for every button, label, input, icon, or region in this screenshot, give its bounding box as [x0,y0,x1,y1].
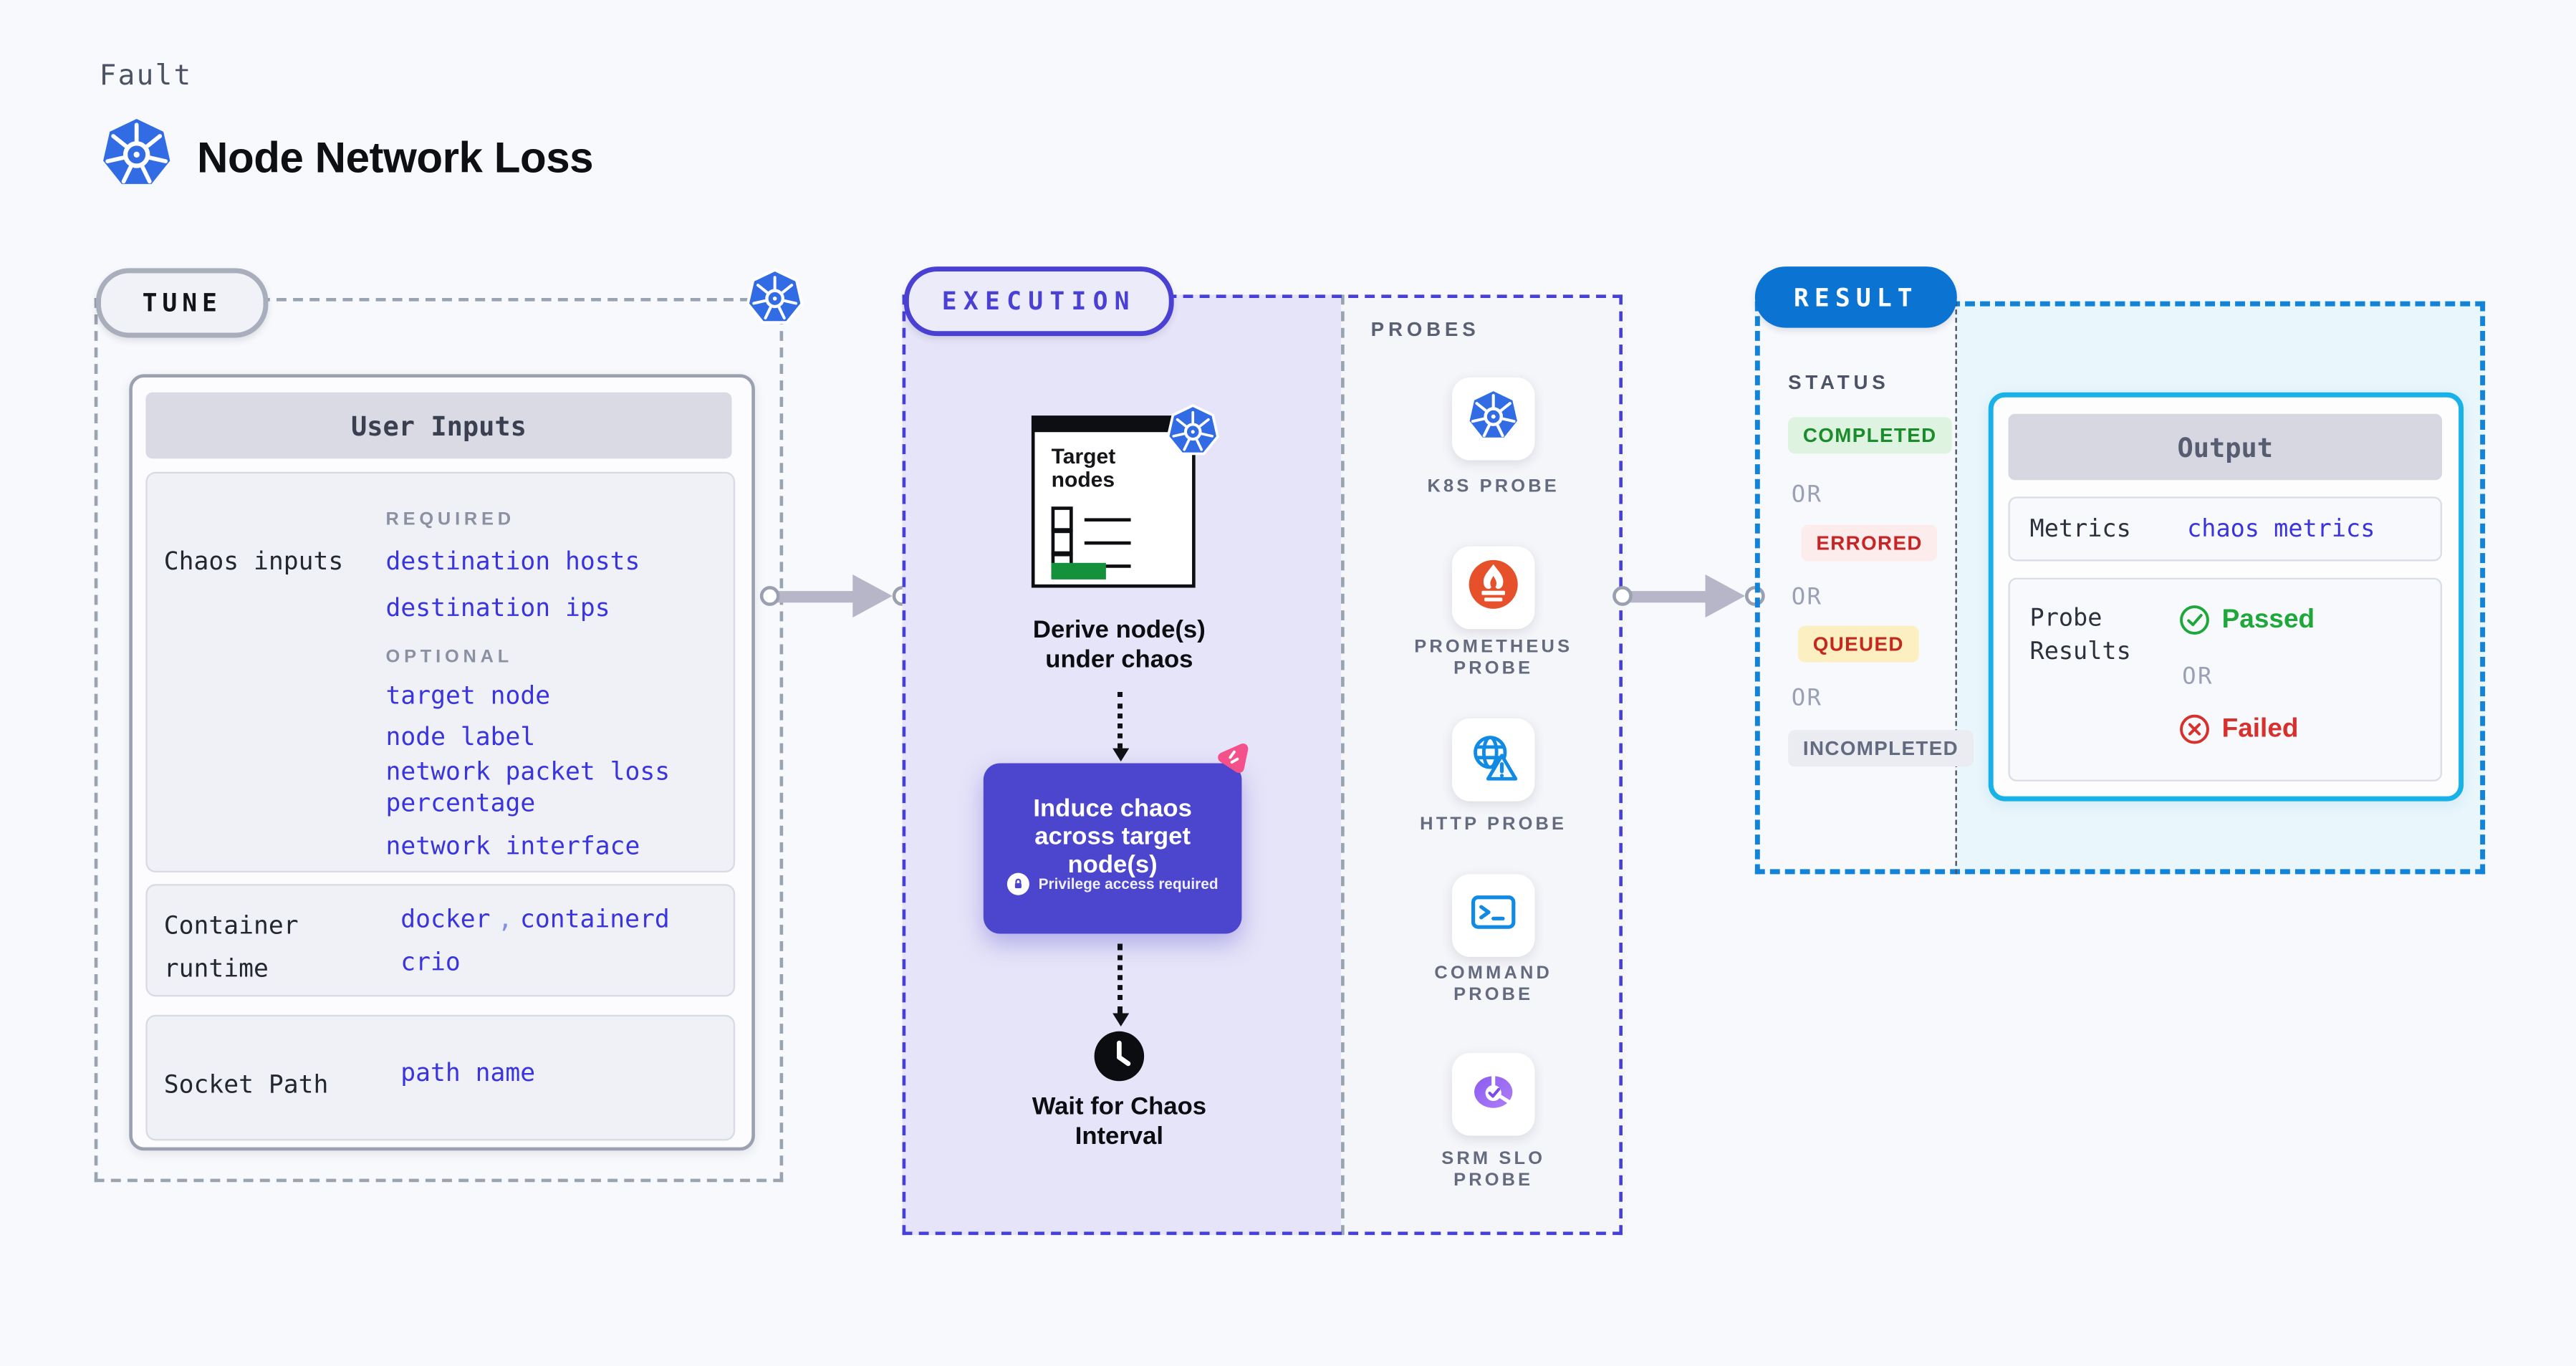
kubernetes-icon [745,266,804,330]
runtime-docker[interactable]: docker [400,903,491,934]
link-network-packet-loss-percentage[interactable]: network packet loss percentage [385,756,671,818]
metrics-label: Metrics [2029,516,2131,544]
status-badge-queued: QUEUED [1797,625,1919,663]
or-label: OR [1791,481,1823,509]
status-badge-errored: ERRORED [1801,524,1938,562]
probe-card-command [1451,874,1535,957]
tune-group-box [94,298,784,1183]
output-header: Output [2008,413,2443,481]
socket-path-value[interactable]: path name [400,1057,536,1088]
runtime-separator: , [497,903,513,934]
status-heading: STATUS [1788,370,1890,395]
socket-path-row: Socket Path path name [145,1014,736,1141]
checklist-item [1051,529,1131,563]
x-circle-icon [2179,713,2211,745]
status-badge-incompleted: INCOMPLETED [1788,730,1974,767]
induce-chaos-box: Induce chaos across target node(s) Privi… [983,763,1242,934]
fault-category-label: Fault [99,59,193,93]
status-badge-completed: COMPLETED [1788,417,1952,454]
or-label: OR [1791,685,1823,712]
probe-results-label: Probe Results [2029,605,2131,666]
connector-dot [759,586,780,606]
user-inputs-header: User Inputs [145,392,732,459]
link-destination-ips[interactable]: destination ips [385,592,610,623]
failed-label: Failed [2221,714,2299,743]
link-network-interface[interactable]: network interface [385,831,640,861]
result-pill: RESULT [1754,266,1957,328]
progress-bar [1051,562,1106,579]
container-runtime-values: docker , containerd [400,904,669,935]
probe-label: PROMETHEUS PROBE [1414,637,1573,679]
metrics-value[interactable]: chaos metrics [2187,516,2375,544]
probe-label: HTTP PROBE [1420,814,1567,834]
target-nodes-title: Target nodes [1051,443,1116,492]
probe-label: K8S PROBE [1427,476,1559,497]
failed-row: Failed [2179,713,2299,745]
passed-row: Passed [2179,605,2315,636]
kubernetes-badge-icon [1166,403,1220,461]
probe-card-k8s [1451,377,1535,461]
flow-arrow-down [1112,943,1130,1026]
runtime-crio[interactable]: crio [400,947,461,977]
link-node-label[interactable]: node label [385,721,536,752]
result-divider [1955,301,1957,875]
socket-path-label: Socket Path [163,1069,329,1100]
wait-caption: Wait for Chaos Interval [1032,1092,1207,1151]
kubernetes-logo-icon [100,116,174,191]
container-runtime-row: Container runtime docker , containerd cr… [145,884,736,997]
slo-pie-check-icon [1467,1064,1520,1125]
passed-label: Passed [2221,605,2315,634]
or-label: OR [2182,663,2214,691]
optional-heading: OPTIONAL [385,647,514,668]
tune-pill: TUNE [96,268,269,338]
flow-arrow-down [1112,692,1130,762]
globe-alert-icon [1467,729,1520,791]
kubernetes-icon [1467,388,1520,450]
probe-card-srm-slo [1451,1052,1535,1136]
metrics-row: Metrics chaos metrics [2008,496,2443,562]
required-heading: REQUIRED [385,509,515,530]
probe-card-http [1451,718,1535,802]
execution-group-box [902,294,1623,1236]
target-nodes-checklist-icon: Target nodes [1031,415,1196,588]
connector-dot [1613,586,1633,606]
check-circle-icon [2179,605,2211,636]
probe-label: COMMAND PROBE [1434,963,1553,1005]
clock-icon [1092,1030,1145,1083]
probe-results-row: Probe Results Passed OR F [2008,577,2443,781]
prometheus-icon [1467,557,1520,619]
derive-nodes-caption: Derive node(s) under chaos [1032,615,1206,674]
page-title: Node Network Loss [197,132,594,183]
lock-icon [1007,872,1030,895]
probes-heading: PROBES [1370,317,1480,342]
output-box: Output Metrics chaos metrics Probe Resul… [1988,392,2464,802]
checklist-item [1051,506,1131,539]
chaos-inputs-row: Chaos inputs REQUIRED destination hosts … [145,471,736,873]
runtime-containerd[interactable]: containerd [520,903,670,934]
privilege-note: Privilege access required [1038,875,1219,893]
link-destination-hosts[interactable]: destination hosts [385,546,640,577]
execution-to-result-arrow [1613,574,1765,618]
link-target-node[interactable]: target node [385,680,551,711]
container-runtime-label: Container runtime [163,910,299,983]
result-group-box [1754,301,2486,875]
terminal-icon [1467,885,1520,946]
privilege-row: Privilege access required [984,872,1242,895]
tune-to-execution-arrow [759,574,913,618]
execution-pill: EXECUTION [903,266,1174,337]
probe-card-prometheus [1451,546,1535,630]
chaos-inputs-label: Chaos inputs [163,546,344,577]
probe-label: SRM SLO PROBE [1441,1148,1546,1191]
induce-chaos-title: Induce chaos across target node(s) [1033,794,1192,880]
or-label: OR [1791,584,1823,611]
litmus-chaos-icon [1213,739,1253,778]
